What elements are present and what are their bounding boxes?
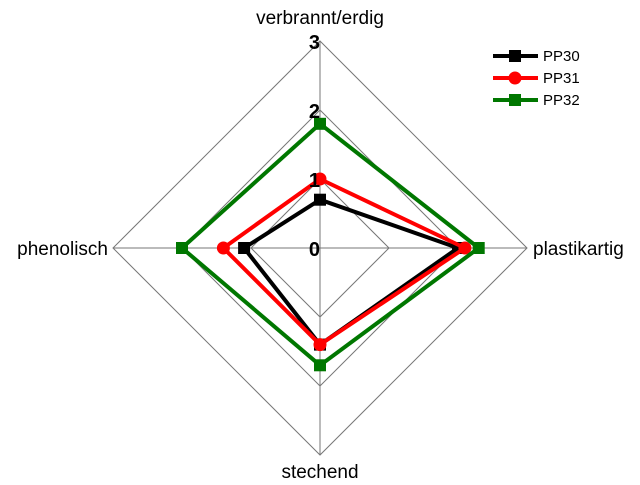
axis-label-left: phenolisch (17, 239, 108, 260)
data-point (313, 172, 327, 186)
legend: PP30 PP31 PP32 (493, 48, 580, 109)
data-point (216, 241, 230, 255)
data-point (314, 359, 326, 372)
grid (112, 40, 528, 456)
tick-label: 0 (309, 239, 320, 261)
axis-label-bottom: stechend (281, 462, 358, 483)
series-PP32 (176, 117, 485, 372)
data-point (458, 241, 472, 255)
tick-label: 3 (309, 32, 320, 54)
axis-label-top: verbrannt/erdig (256, 8, 384, 29)
tick-label: 2 (309, 101, 320, 123)
tick-label: 1 (309, 170, 320, 192)
legend-label: PP31 (543, 70, 580, 87)
series-PP31 (216, 172, 472, 352)
data-point (472, 242, 485, 254)
data-point (176, 242, 188, 254)
data-point (313, 338, 327, 352)
legend-marker (509, 50, 521, 62)
legend-label: PP30 (543, 48, 580, 65)
tick-labels: 0 1 2 3 (309, 32, 320, 261)
legend-label: PP32 (543, 92, 580, 109)
legend-marker (509, 94, 521, 106)
series-layer (176, 117, 485, 372)
data-point (314, 117, 326, 130)
data-point (314, 193, 326, 206)
legend-marker (508, 71, 522, 85)
data-point (238, 242, 251, 254)
axis-label-right: plastikartig (533, 239, 624, 260)
